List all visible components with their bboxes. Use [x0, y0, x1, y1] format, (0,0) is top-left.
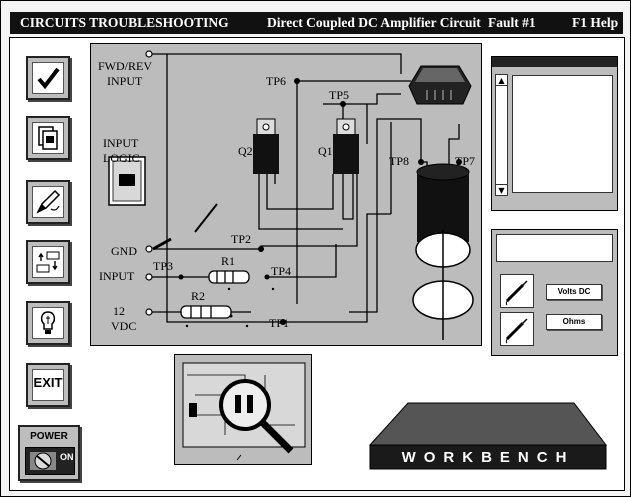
fault-label: Fault #1 — [488, 15, 536, 30]
tp3-label: TP3 — [153, 259, 174, 273]
ohms-button[interactable]: Ohms — [546, 314, 602, 330]
documents-icon — [38, 126, 58, 150]
circuit-board: FWD/REV INPUT INPUT LOGIC GND INPUT 12 V… — [90, 43, 482, 346]
lightbulb-icon — [40, 311, 56, 334]
gnd-label: GND — [111, 244, 137, 258]
results-panel-header — [492, 57, 617, 67]
q1-label: Q1 — [318, 144, 333, 158]
hint-button[interactable] — [26, 301, 70, 345]
board-thumbnail[interactable] — [174, 354, 312, 465]
vdc-label: VDC — [111, 319, 137, 333]
results-list[interactable] — [512, 75, 613, 193]
vdc-12-label: 12 — [113, 304, 125, 318]
circuit-name: Direct Coupled DC Amplifier Circuit — [267, 15, 481, 30]
power-toggle[interactable]: ON — [25, 447, 75, 475]
swap-arrows-icon — [36, 251, 60, 273]
app-title: CIRCUITS TROUBLESHOOTING — [20, 15, 229, 30]
tp5-label: TP5 — [329, 88, 350, 102]
check-button[interactable] — [26, 56, 70, 100]
meter-panel: Volts DC Ohms — [491, 229, 618, 356]
main-workspace: EXIT POWER ON — [9, 37, 625, 491]
circuit-schematic — [108, 50, 474, 340]
r1-label: R1 — [221, 254, 236, 268]
tp4-label: TP4 — [271, 264, 292, 278]
swap-button[interactable] — [26, 240, 70, 284]
fwd-rev-label: FWD/REV — [98, 59, 152, 73]
help-link[interactable]: F1 Help — [572, 15, 619, 30]
arrow-up-icon[interactable]: ▲ — [496, 75, 507, 86]
red-probe-button[interactable] — [500, 274, 534, 308]
q2-label: Q2 — [238, 144, 253, 158]
power-on-label: ON — [60, 452, 74, 462]
title-bar: CIRCUITS TROUBLESHOOTING Direct Coupled … — [10, 12, 623, 34]
exit-button[interactable]: EXIT — [26, 363, 70, 407]
tp6-label: TP6 — [266, 74, 287, 88]
probe-icon — [505, 280, 528, 306]
input-label: INPUT — [99, 269, 135, 283]
tp1-label: TP1 — [269, 316, 290, 330]
workbench-button[interactable]: WORKBENCH — [368, 401, 608, 471]
checkmark-icon — [37, 67, 60, 90]
meter-display — [496, 234, 613, 262]
documents-button[interactable] — [26, 116, 70, 160]
power-knob-icon — [30, 452, 56, 470]
results-panel: ▲ ▼ — [491, 56, 618, 211]
input-logic-label: INPUT — [103, 136, 139, 150]
tp7-label: TP7 — [455, 154, 476, 168]
magnifier-icon — [182, 362, 306, 461]
power-switch-panel[interactable]: POWER ON — [18, 425, 80, 481]
edit-button[interactable] — [26, 180, 70, 224]
results-scrollbar[interactable]: ▲ ▼ — [495, 74, 508, 196]
fwd-rev-input-label: INPUT — [107, 74, 143, 88]
r2-label: R2 — [191, 289, 206, 303]
tp2-label: TP2 — [231, 232, 252, 246]
workbench-icon — [368, 402, 608, 470]
exit-label: EXIT — [33, 375, 63, 390]
input-logic-label-2: LOGIC — [103, 151, 140, 165]
power-label: POWER — [30, 431, 68, 442]
black-probe-button[interactable] — [500, 312, 534, 346]
pencil-icon — [36, 189, 61, 214]
arrow-down-icon[interactable]: ▼ — [496, 184, 507, 195]
tp8-label: TP8 — [389, 154, 410, 168]
probe-icon — [505, 318, 528, 344]
volts-dc-button[interactable]: Volts DC — [546, 284, 602, 300]
workbench-label: WORKBENCH — [401, 449, 575, 466]
